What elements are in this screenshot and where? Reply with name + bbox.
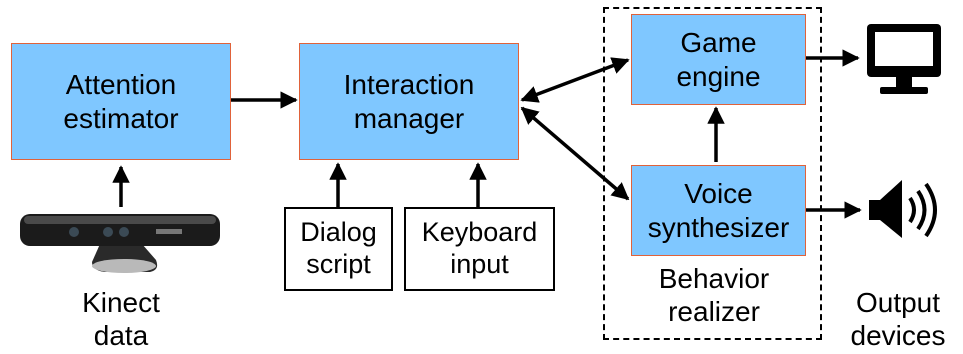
voice-synthesizer-box: Voice synthesizer [631,165,806,256]
attention-estimator-box: Attention estimator [11,43,231,160]
speaker-icon [869,180,937,238]
game-engine-box: Game engine [631,14,806,105]
behavior-realizer-label: Behavior realizer [658,263,770,328]
dialog-script-label: Dialog script [300,217,377,279]
keyboard-input-box: Keyboard input [404,207,555,291]
keyboard-input-label: Keyboard input [421,217,538,279]
interaction-manager-label: Interaction manager [343,69,475,134]
output-devices-label: Output devices [850,287,946,352]
voice-synthesizer-label: Voice synthesizer [647,178,790,243]
interaction-manager-box: Interaction manager [299,43,519,160]
arrow-interaction-voice [520,106,630,201]
game-engine-label: Game engine [676,27,761,92]
arrow-interaction-game [520,57,630,103]
attention-estimator-label: Attention estimator [63,69,179,134]
kinect-data-label: Kinect data [82,287,160,352]
dialog-script-box: Dialog script [284,207,393,291]
kinect-sensor-icon [20,214,220,273]
monitor-icon [867,24,941,94]
